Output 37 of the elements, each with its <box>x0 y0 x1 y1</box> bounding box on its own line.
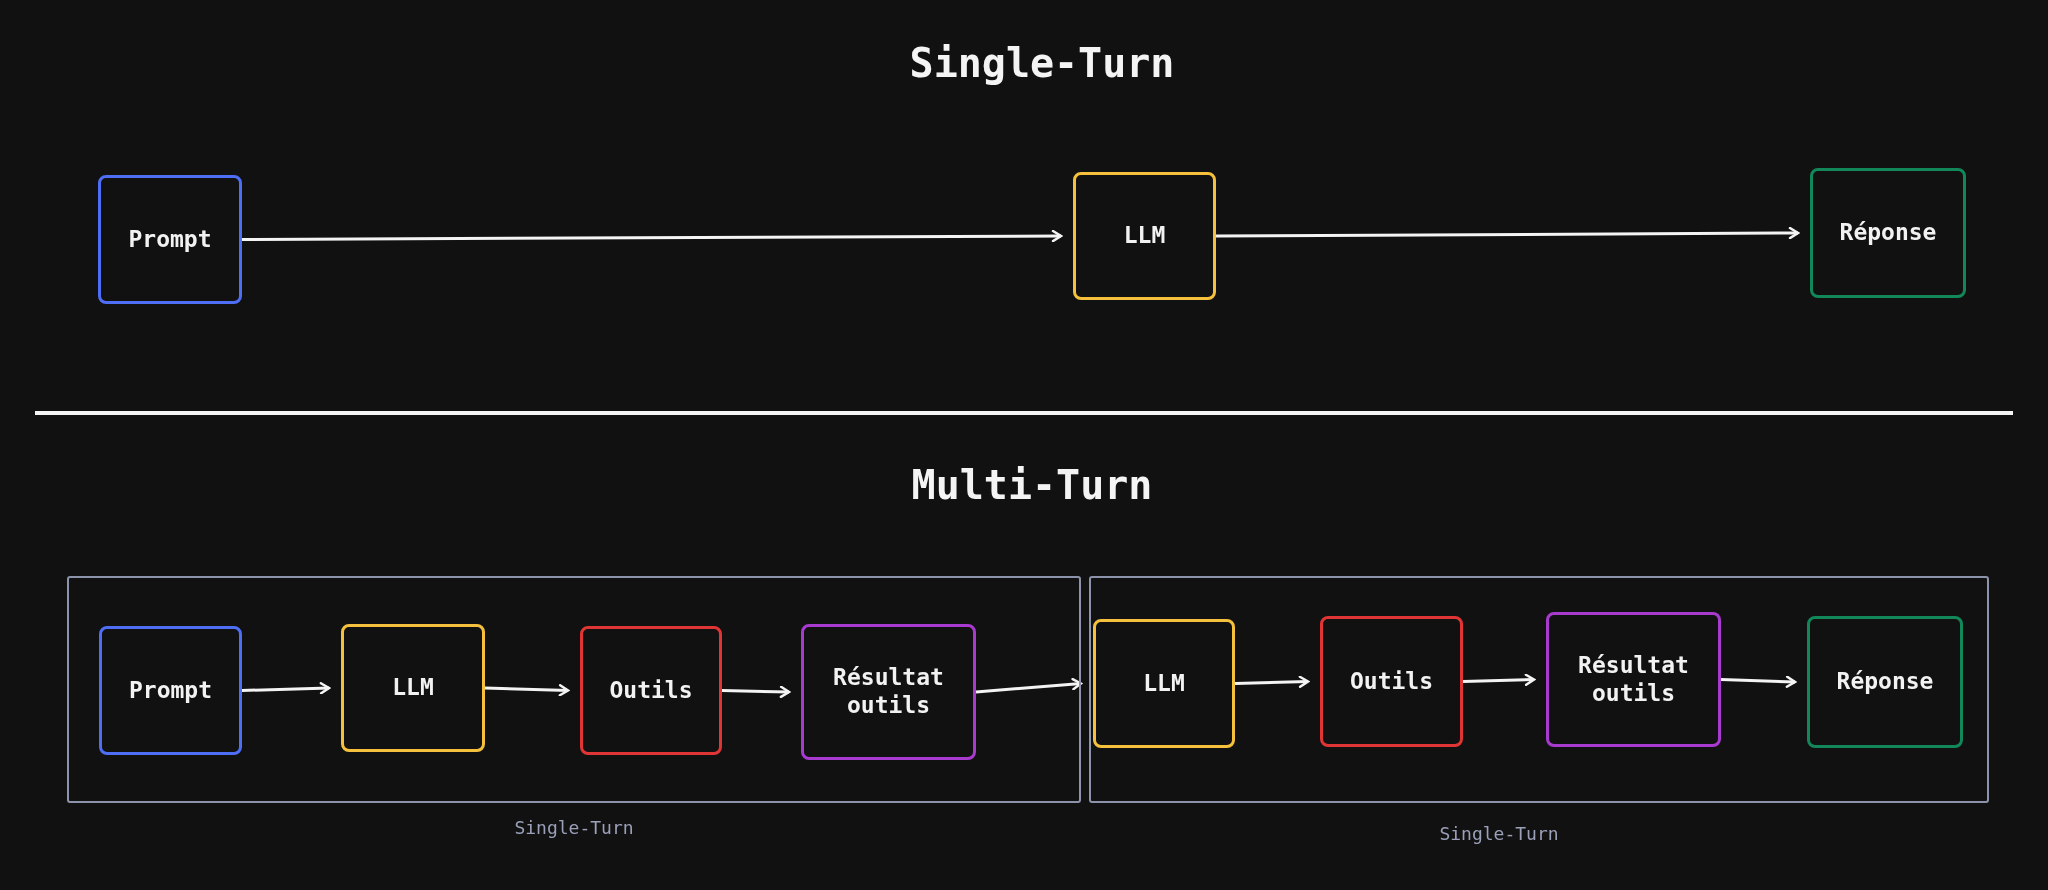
box-label: Outils <box>608 675 694 705</box>
process-box <box>1320 616 1463 747</box>
box-label: Prompt <box>127 224 213 254</box>
process-box <box>1810 168 1966 298</box>
heading: Single-Turn <box>909 40 1175 86</box>
arrow <box>1462 673 1536 686</box>
process-box <box>801 624 976 760</box>
heading: Multi-Turn <box>911 462 1153 508</box>
group-caption: Single-Turn <box>514 817 634 838</box>
arrow <box>1216 226 1800 240</box>
process-box <box>341 624 485 752</box>
process-box <box>1073 172 1216 300</box>
process-box <box>98 175 242 304</box>
arrow <box>721 685 791 699</box>
box-label: Réponse <box>1838 218 1938 248</box>
process-box <box>1093 619 1235 748</box>
box-label: Prompt <box>127 675 214 705</box>
process-box <box>1546 612 1721 747</box>
box-label: LLM <box>1142 668 1186 698</box>
group-frame <box>1089 576 1989 803</box>
process-box <box>99 626 242 755</box>
group-caption: Single-Turn <box>1439 823 1559 844</box>
box-label: LLM <box>391 673 435 703</box>
box-label: LLM <box>1122 221 1167 251</box>
box-label: Résultat outils <box>1577 650 1690 708</box>
arrow <box>242 229 1063 243</box>
process-box <box>580 626 722 755</box>
box-label: Résultat outils <box>832 663 945 720</box>
arrow <box>484 684 570 697</box>
group-frame <box>67 576 1081 803</box>
box-label: Outils <box>1348 666 1435 696</box>
arrow <box>1234 675 1310 688</box>
box-label: Réponse <box>1835 667 1935 697</box>
arrow <box>241 682 331 695</box>
arrow <box>975 677 1083 694</box>
arrow <box>1720 675 1797 688</box>
process-box <box>1807 616 1963 748</box>
